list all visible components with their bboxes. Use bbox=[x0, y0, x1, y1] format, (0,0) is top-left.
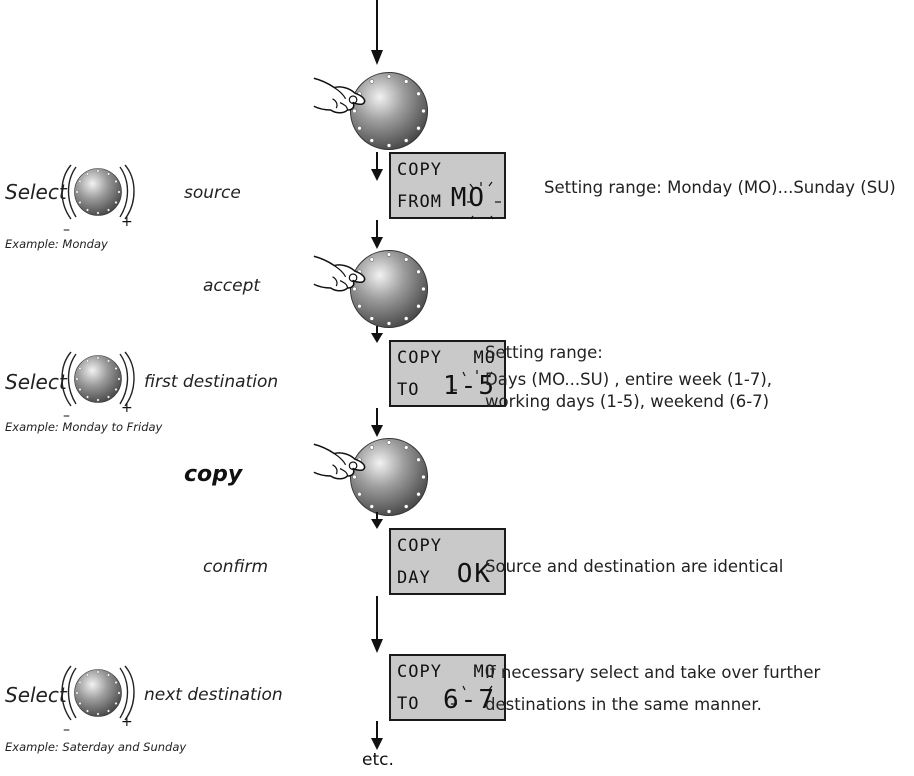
rotary-knob-first-destination[interactable] bbox=[57, 344, 139, 424]
info-source-range: Setting range: Monday (MO)...Sunday (SU) bbox=[544, 178, 896, 197]
plus-sign: + bbox=[121, 714, 133, 730]
push-knob-accept[interactable] bbox=[312, 240, 442, 340]
info-first-destination-ranges: working days (1-5), weekend (6-7) bbox=[485, 392, 770, 411]
lcd-blinking-value: 1-5 bbox=[443, 371, 496, 401]
flow-arrow bbox=[369, 152, 385, 182]
lcd-blinking-value: 6-7 bbox=[443, 685, 496, 715]
lcd-display-first-destination: COPY MO TO 1-5 bbox=[389, 340, 506, 407]
step-label-confirm: confirm bbox=[203, 557, 269, 577]
rotary-knob-source[interactable] bbox=[57, 157, 139, 237]
push-knob-start[interactable] bbox=[312, 62, 442, 162]
example-next-destination: Example: Saterday and Sunday bbox=[5, 740, 187, 754]
flow-arrow bbox=[369, 408, 385, 438]
lcd-value-ok: OK bbox=[456, 559, 492, 589]
rotary-knob-icon bbox=[61, 164, 135, 220]
example-first-destination: Example: Monday to Friday bbox=[5, 420, 163, 434]
lcd-line-bottom: FROM bbox=[397, 192, 442, 212]
info-first-destination-title: Setting range: bbox=[485, 343, 603, 362]
lcd-blinking-value: MO bbox=[450, 183, 486, 213]
lcd-line-bottom: DAY bbox=[397, 568, 431, 588]
select-label-first-destination: Select bbox=[5, 370, 67, 394]
step-label-accept: accept bbox=[203, 276, 261, 296]
step-label-next-destination: next destination bbox=[144, 685, 283, 705]
lcd-line-top: COPY bbox=[397, 662, 442, 682]
lcd-line-bottom: TO bbox=[397, 380, 420, 400]
rotary-knob-icon bbox=[61, 665, 135, 721]
lcd-line-bottom: TO bbox=[397, 694, 420, 714]
minus-sign: – bbox=[63, 722, 70, 738]
hand-pressing-knob-icon bbox=[313, 71, 429, 151]
select-label-next-destination: Select bbox=[5, 683, 67, 707]
step-label-source: source bbox=[184, 183, 241, 203]
minus-sign: – bbox=[63, 408, 70, 424]
info-first-destination-days: Days (MO...SU) , entire week (1-7), bbox=[485, 370, 773, 389]
info-confirm: Source and destination are identical bbox=[485, 557, 784, 576]
flow-arrow bbox=[369, 512, 385, 530]
lcd-line-top-right: MO bbox=[473, 662, 496, 682]
lcd-line-top: COPY bbox=[397, 160, 442, 180]
lcd-display-confirm: COPY DAY OK bbox=[389, 528, 506, 595]
etc-label: etc. bbox=[362, 750, 394, 770]
lcd-line-top-right: MO bbox=[473, 348, 496, 368]
minus-sign: – bbox=[63, 222, 70, 238]
flow-arrow bbox=[369, 220, 385, 250]
down-arrow-icon bbox=[371, 0, 383, 65]
hand-pressing-knob-icon bbox=[313, 249, 429, 329]
example-source: Example: Monday bbox=[5, 237, 108, 251]
step-label-first-destination: first destination bbox=[144, 372, 279, 392]
rotary-knob-icon bbox=[61, 351, 135, 407]
flow-arrow bbox=[369, 721, 385, 751]
info-next-destination-line2: destinations in the same manner. bbox=[485, 695, 762, 714]
info-next-destination-line1: If necessary select and take over furthe… bbox=[485, 663, 821, 682]
lcd-line-top: COPY bbox=[397, 348, 442, 368]
select-label-source: Select bbox=[5, 180, 67, 204]
rotary-knob-next-destination[interactable] bbox=[57, 658, 139, 738]
plus-sign: + bbox=[121, 214, 133, 230]
lcd-line-top: COPY bbox=[397, 536, 442, 556]
flow-arrow bbox=[369, 596, 385, 654]
plus-sign: + bbox=[121, 400, 133, 416]
lcd-display-source: COPY FROM MO bbox=[389, 152, 506, 220]
step-label-copy: copy bbox=[184, 462, 243, 487]
flow-arrow-top bbox=[369, 0, 385, 66]
flow-arrow bbox=[369, 326, 385, 344]
lcd-display-next-destination: COPY MO TO 6-7 bbox=[389, 654, 506, 721]
